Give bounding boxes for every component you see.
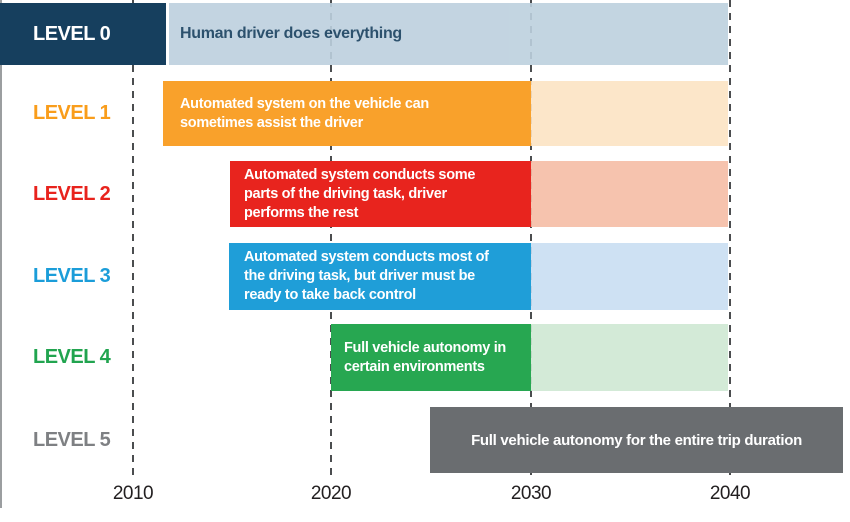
level-5-bar: Full vehicle autonomy for the entire tri… (430, 407, 843, 473)
level-0-bar-text: Human driver does everything (180, 25, 402, 42)
level-5-label: LEVEL 5 (0, 407, 133, 473)
level-5-bar-text: Full vehicle autonomy for the entire tri… (471, 431, 802, 449)
level-4-bar-line-1: Full vehicle autonomy in (344, 339, 506, 356)
level-1-bar-text: Automated system on the vehicle can some… (180, 95, 429, 133)
y-axis-line (0, 0, 2, 508)
level-0-bar: Human driver does everything (169, 3, 728, 65)
level-0-label: LEVEL 0 (33, 22, 111, 45)
level-1-label: LEVEL 1 (0, 81, 133, 146)
level-1-bar-line-2: sometimes assist the driver (180, 114, 363, 131)
level-4-bar-solid: Full vehicle autonomy in certain environ… (331, 324, 531, 391)
gridline-2030 (530, 0, 532, 480)
level-5-label-text: LEVEL 5 (33, 428, 111, 451)
tick-label-2010: 2010 (112, 483, 154, 504)
level-3-label-text: LEVEL 3 (33, 265, 111, 287)
level-3-label: LEVEL 3 (0, 243, 133, 310)
level-3-bar-text: Automated system conducts most of the dr… (244, 248, 489, 305)
level-2-bar-line-3: performs the rest (244, 204, 359, 221)
level-2-bar-text: Automated system conducts some parts of … (244, 166, 475, 223)
gridline-2010 (132, 0, 134, 480)
gridline-2040 (729, 0, 731, 480)
level-0-label-box: LEVEL 0 (0, 3, 166, 65)
level-4-label-text: LEVEL 4 (33, 346, 111, 368)
level-3-bar-solid: Automated system conducts most of the dr… (229, 243, 531, 310)
level-4-bar-text: Full vehicle autonomy in certain environ… (344, 339, 506, 377)
level-2-bar-line-1: Automated system conducts some (244, 166, 476, 183)
tick-label-2030: 2030 (510, 483, 552, 504)
level-2-bar-line-2: parts of the driving task, driver (244, 185, 447, 202)
level-4-label: LEVEL 4 (0, 324, 133, 391)
level-1-label-text: LEVEL 1 (33, 102, 111, 124)
level-1-bar-solid: Automated system on the vehicle can some… (163, 81, 531, 146)
level-1-bar-faded (531, 81, 728, 146)
level-4-bar-line-2: certain environments (344, 358, 485, 375)
level-2-label: LEVEL 2 (0, 161, 133, 227)
tick-label-2040: 2040 (709, 483, 751, 504)
gridline-2020 (330, 0, 332, 480)
level-4-bar-faded (531, 324, 728, 391)
level-3-bar-line-2: the driving task, but driver must be (244, 268, 475, 284)
tick-label-2020: 2020 (310, 483, 352, 504)
level-3-bar-line-1: Automated system conducts most of (244, 249, 489, 265)
level-2-bar-faded (531, 161, 728, 227)
level-2-bar-solid: Automated system conducts some parts of … (230, 161, 531, 227)
level-3-bar-line-3: ready to take back control (244, 287, 416, 303)
level-3-bar-faded (531, 243, 728, 310)
level-2-label-text: LEVEL 2 (33, 182, 111, 205)
level-1-bar-line-1: Automated system on the vehicle can (180, 95, 429, 112)
